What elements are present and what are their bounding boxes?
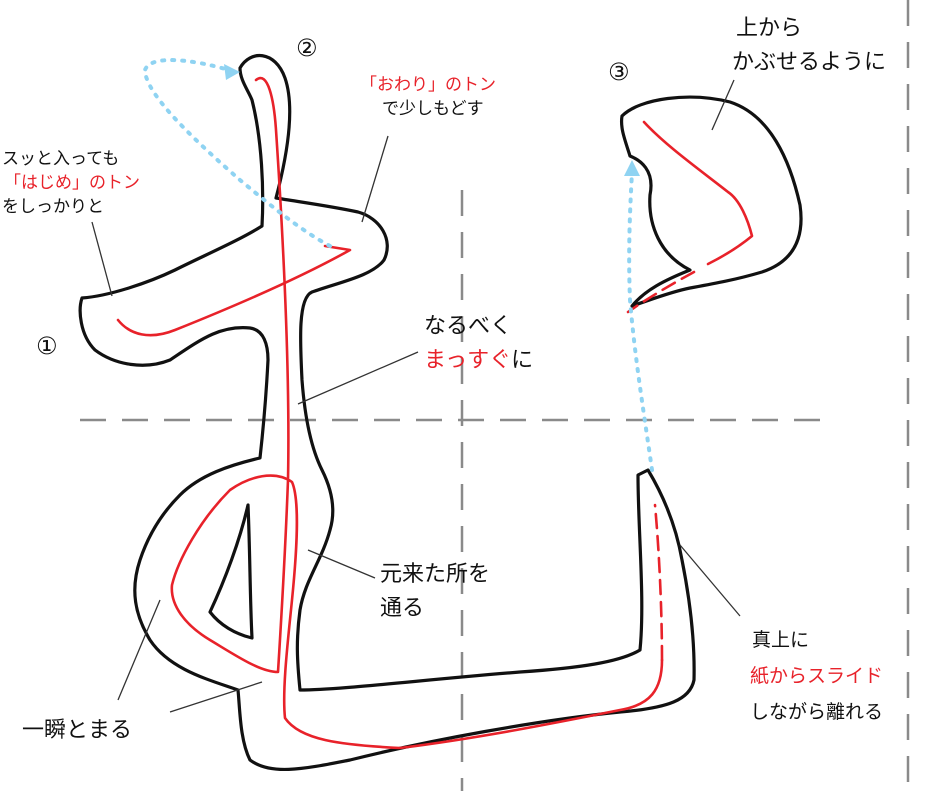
label-straight-emphasis: まっすぐ — [424, 348, 512, 373]
label-retrace-line1: 元来た所を — [380, 562, 491, 587]
stroke-3-path — [642, 120, 754, 266]
stroke-3-outline — [619, 95, 803, 308]
step-number-2: ② — [296, 34, 318, 62]
label-lift-line3: しながら離れる — [750, 701, 884, 723]
air-paths — [142, 58, 654, 472]
stroke-2-inner-loop — [208, 503, 254, 640]
label-retrace-line2: 通る — [380, 596, 425, 621]
label-start-line1: スッと入っても — [2, 149, 120, 169]
step-number-3: ③ — [608, 58, 630, 86]
leader-straight — [297, 351, 419, 405]
label-lift-line1: 真上に — [752, 629, 810, 651]
stroke-1-path — [116, 244, 352, 337]
stroke-3-dashed — [626, 270, 696, 314]
leader-from-above — [711, 79, 735, 131]
label-straight-line1: なるべく — [424, 314, 513, 339]
stroke-paths — [116, 76, 754, 750]
air-arrowheads — [224, 64, 640, 176]
arrowhead-icon — [624, 160, 640, 176]
leader-lift — [679, 544, 741, 617]
label-straight-line2: まっすぐに — [424, 346, 533, 376]
stroke-1-2-outline — [78, 53, 696, 772]
label-from-above-line1: 上から — [736, 16, 803, 41]
air-path-to-stroke-2 — [142, 58, 332, 248]
stroke-2-hook-dashed — [653, 503, 664, 662]
label-start-line3: をしっかりと — [2, 197, 104, 217]
label-end-ton-line1: 「おわり」のトン — [360, 75, 496, 95]
arrowhead-icon — [224, 64, 240, 80]
leader-pause-b — [169, 681, 263, 713]
air-path-to-stroke-3 — [627, 170, 654, 472]
step-number-1: ① — [36, 332, 58, 360]
guide-lines — [80, 0, 910, 791]
glyph-outlines — [78, 53, 803, 772]
label-lift-line2: 紙からスライド — [750, 665, 884, 687]
label-end-ton-line2: で少しもどす — [382, 99, 484, 119]
leader-end-ton — [361, 135, 389, 223]
leader-lines — [91, 79, 741, 713]
label-straight-tail: に — [511, 348, 534, 373]
label-pause: 一瞬とまる — [22, 718, 133, 743]
stroke-2-path — [170, 76, 664, 750]
leader-start — [91, 221, 113, 297]
leader-retrace — [307, 549, 376, 579]
label-start-line2: 「はじめ」のトン — [4, 173, 140, 193]
leader-pause-a — [117, 599, 161, 701]
label-from-above-line2: かぶせるように — [732, 50, 887, 75]
